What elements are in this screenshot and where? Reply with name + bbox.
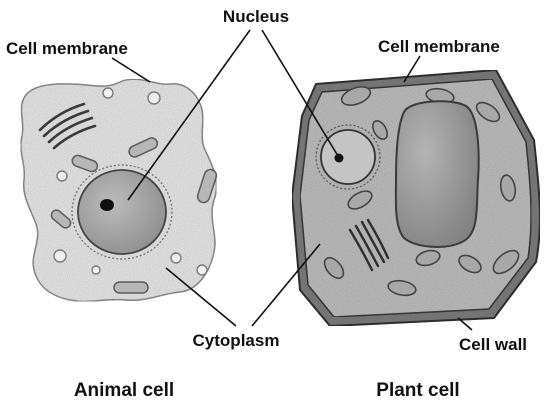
plant-vacuole <box>396 101 479 247</box>
leader-membrane-animal <box>112 58 150 82</box>
label-cell-membrane-plant: Cell membrane <box>378 37 500 56</box>
label-cytoplasm: Cytoplasm <box>193 331 280 350</box>
caption-animal-cell: Animal cell <box>74 380 174 401</box>
animal-cell <box>21 79 218 301</box>
caption-plant-cell: Plant cell <box>376 380 459 401</box>
label-nucleus: Nucleus <box>223 7 289 26</box>
plant-cell <box>292 70 540 326</box>
label-cell-wall: Cell wall <box>459 335 527 354</box>
label-cell-membrane-animal: Cell membrane <box>6 39 128 58</box>
